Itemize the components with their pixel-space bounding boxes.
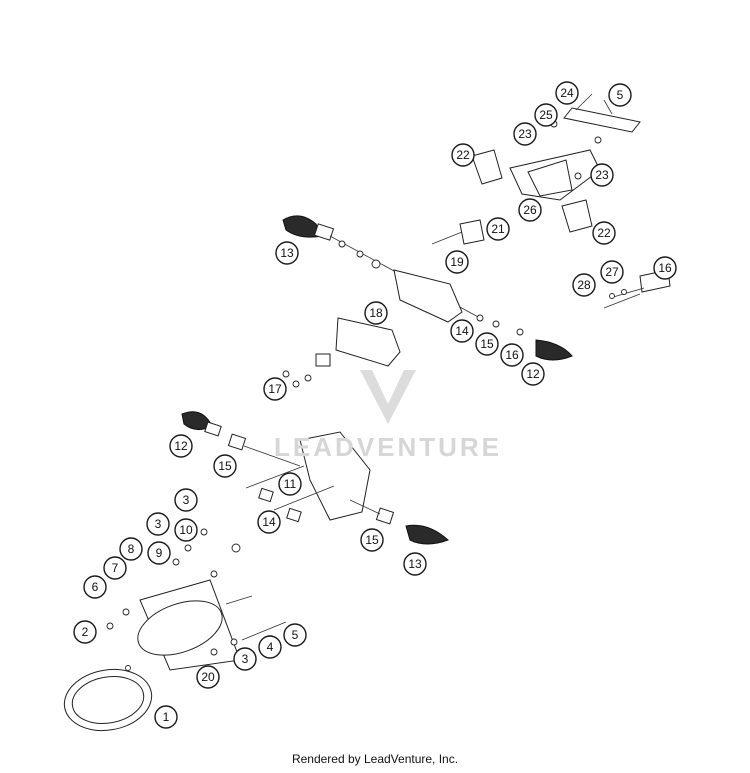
callout-5-top: 5 [608,83,632,107]
callout-8: 8 [119,537,143,561]
callout-13-top: 13 [275,241,299,265]
callout-28: 28 [572,273,596,297]
svg-text:10: 10 [179,523,193,537]
svg-text:2: 2 [82,625,89,639]
callout-9: 9 [147,541,171,565]
svg-text:22: 22 [597,226,611,240]
rear-indicator-assembly [282,215,573,388]
svg-text:19: 19 [450,255,464,269]
callout-5-bottom: 5 [283,623,307,647]
callout-22-top: 22 [451,143,475,167]
callout-3-bottom: 3 [233,647,257,671]
svg-text:3: 3 [155,517,162,531]
svg-text:13: 13 [408,557,422,571]
callout-2: 2 [73,620,97,644]
callout-3-top: 3 [174,488,198,512]
svg-text:27: 27 [605,265,619,279]
svg-text:15: 15 [480,337,494,351]
callout-1: 1 [154,705,178,729]
callout-20: 20 [196,665,220,689]
callout-14-top: 14 [450,319,474,343]
callout-18: 18 [364,301,388,325]
svg-text:17: 17 [268,382,282,396]
callout-4: 4 [258,635,282,659]
callout-21: 21 [486,217,510,241]
front-indicator-assembly [181,411,449,545]
svg-text:4: 4 [267,640,274,654]
svg-text:20: 20 [201,670,215,684]
callout-16-right: 16 [653,256,677,280]
callout-13-bottom: 13 [403,552,427,576]
svg-text:7: 7 [112,561,119,575]
callout-16-mid: 16 [500,343,524,367]
svg-text:16: 16 [658,261,672,275]
footer-credit: Rendered by LeadVenture, Inc. [291,752,459,766]
svg-text:28: 28 [577,278,591,292]
svg-text:1: 1 [163,710,170,724]
svg-text:14: 14 [262,515,276,529]
svg-text:12: 12 [174,439,188,453]
callout-23-left: 23 [513,122,537,146]
svg-text:22: 22 [456,148,470,162]
callout-7: 7 [103,556,127,580]
callout-14-bottom: 14 [257,510,281,534]
svg-text:5: 5 [617,88,624,102]
svg-text:23: 23 [595,168,609,182]
svg-text:24: 24 [560,86,574,100]
svg-text:9: 9 [156,546,163,560]
callout-12-right: 12 [521,362,545,386]
callout-15-left: 15 [213,454,237,478]
callout-6: 6 [83,575,107,599]
callout-15-bottom: 15 [360,528,384,552]
svg-text:25: 25 [539,108,553,122]
svg-text:21: 21 [491,222,505,236]
svg-text:13: 13 [280,246,294,260]
svg-text:18: 18 [369,306,383,320]
callout-27: 27 [600,260,624,284]
svg-text:16: 16 [505,348,519,362]
callout-19: 19 [445,250,469,274]
callout-22-bottom: 22 [592,221,616,245]
plate-bracket-assembly [471,93,671,309]
svg-text:11: 11 [284,477,297,491]
svg-text:26: 26 [523,203,537,217]
callout-12-left: 12 [169,434,193,458]
callout-3-mid: 3 [146,512,170,536]
svg-text:15: 15 [218,459,232,473]
svg-text:14: 14 [455,324,469,338]
svg-text:3: 3 [183,493,190,507]
callout-26: 26 [518,198,542,222]
callout-24: 24 [555,81,579,105]
svg-text:3: 3 [242,652,249,666]
callout-23-right: 23 [590,163,614,187]
svg-text:8: 8 [128,542,135,556]
callout-25: 25 [534,103,558,127]
svg-text:15: 15 [365,533,379,547]
svg-text:5: 5 [292,628,299,642]
svg-text:12: 12 [526,367,540,381]
svg-text:23: 23 [518,127,532,141]
callout-15-top: 15 [475,332,499,356]
svg-text:6: 6 [92,580,99,594]
callout-11: 11 [278,472,302,496]
callout-10: 10 [174,518,198,542]
callout-17: 17 [263,377,287,401]
